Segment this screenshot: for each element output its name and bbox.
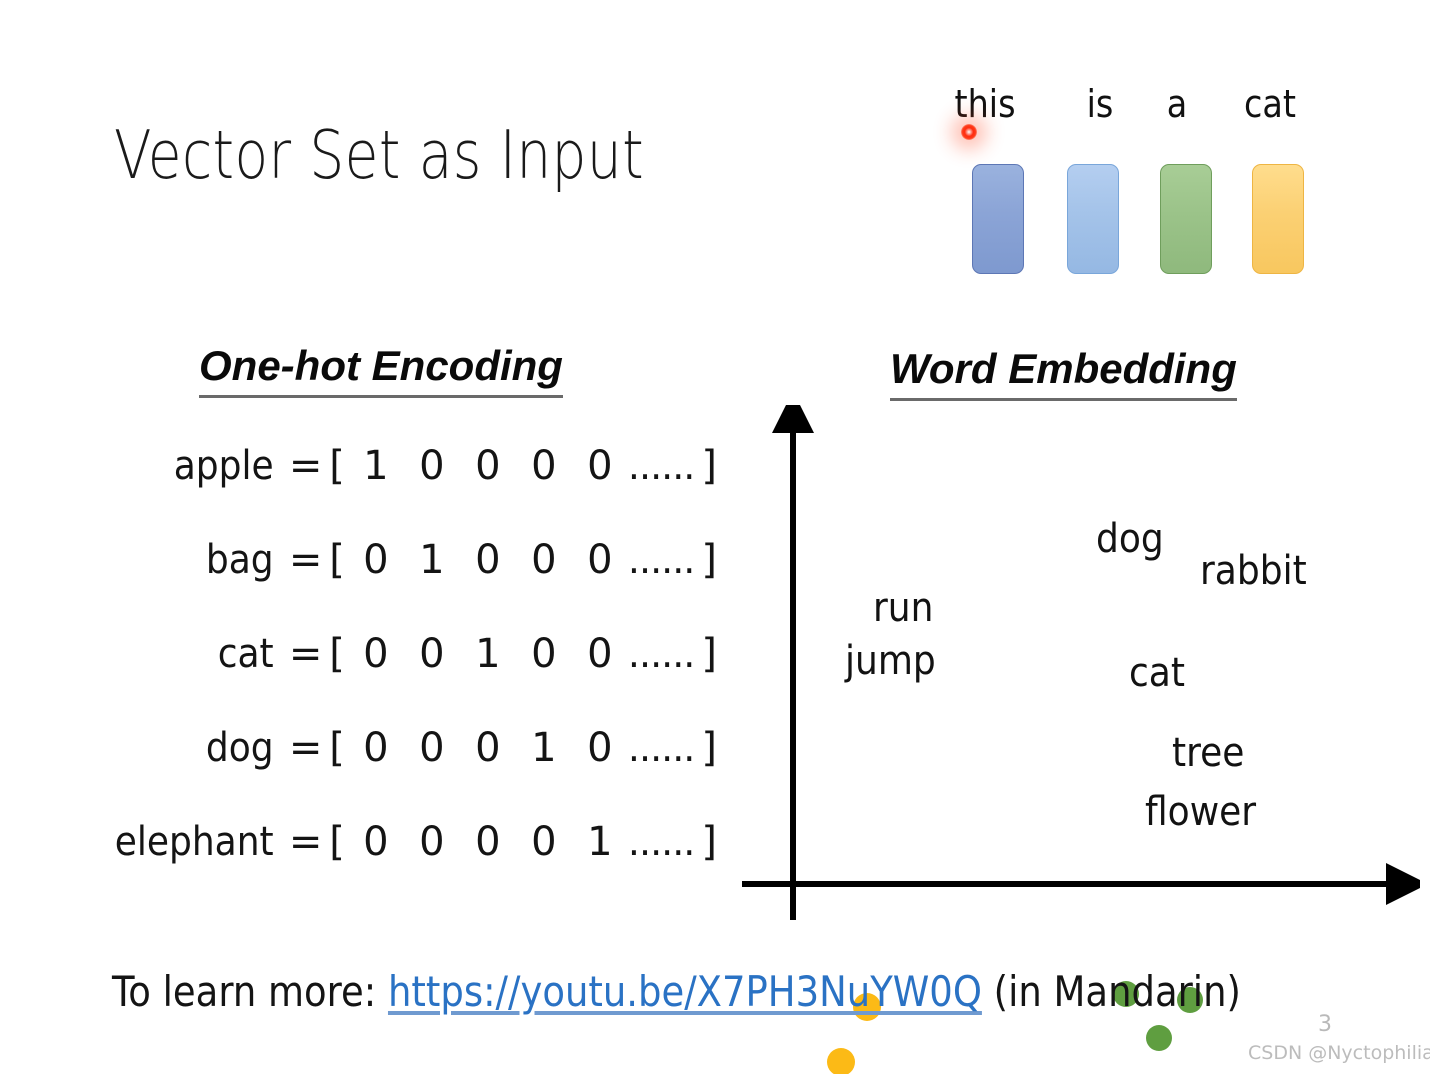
onehot-ellipsis: ......	[627, 820, 695, 864]
onehot-digit: 0	[475, 725, 501, 771]
vector-box-is	[1067, 164, 1119, 274]
embedding-heading: Word Embedding	[890, 345, 1237, 401]
youtube-link[interactable]: https://youtu.be/X7PH3NuYW0Q	[387, 967, 982, 1016]
onehot-digit: 0	[363, 631, 389, 677]
onehot-digit: 1	[531, 725, 557, 771]
point-dog	[1113, 981, 1139, 1007]
footer-suffix: (in Mandarin)	[981, 967, 1241, 1016]
point-jump	[827, 1048, 855, 1074]
vector-box-cat	[1252, 164, 1304, 274]
onehot-digit: 0	[419, 819, 445, 865]
onehot-digit: 0	[587, 725, 613, 771]
page-number: 3	[1318, 1012, 1332, 1037]
onehot-digit: 0	[419, 725, 445, 771]
watermark: CSDN @Nyctophiliaa	[1248, 1042, 1430, 1064]
onehot-digit: 0	[475, 819, 501, 865]
onehot-row-word: apple	[173, 443, 274, 489]
onehot-ellipsis: ......	[627, 632, 695, 676]
onehot-digit: 0	[531, 819, 557, 865]
point-cat	[1146, 1025, 1172, 1051]
onehot-digit: 0	[475, 537, 501, 583]
onehot-digit: 0	[531, 537, 557, 583]
onehot-digit: 0	[475, 443, 501, 489]
onehot-digit: 0	[419, 631, 445, 677]
onehot-digit: 1	[475, 631, 501, 677]
label-cat: cat	[1129, 650, 1185, 696]
point-run	[853, 993, 881, 1021]
onehot-row-word: bag	[205, 537, 274, 583]
onehot-row-word: elephant	[114, 819, 274, 865]
sentence-word-this: this	[954, 82, 1016, 126]
point-rabbit	[1177, 987, 1203, 1013]
laser-pointer-dot	[961, 124, 977, 140]
onehot-digit: 0	[363, 537, 389, 583]
onehot-ellipsis: ......	[627, 444, 695, 488]
vector-box-a	[1160, 164, 1212, 274]
onehot-digit: 1	[363, 443, 389, 489]
footer-prefix: To learn more:	[112, 967, 388, 1016]
sentence-word-a: a	[1166, 82, 1188, 126]
onehot-equals-sign: =	[288, 725, 323, 771]
onehot-equals-sign: =	[288, 631, 323, 677]
onehot-digit: 1	[587, 819, 613, 865]
sentence-vector-group: this is a cat	[930, 70, 1330, 280]
onehot-equals-sign: =	[288, 443, 323, 489]
plot-axes	[742, 405, 1420, 920]
onehot-digit: 0	[587, 537, 613, 583]
label-flower: flower	[1145, 789, 1257, 835]
onehot-digit: 0	[587, 631, 613, 677]
onehot-equals-sign: =	[288, 819, 323, 865]
onehot-digit: 0	[531, 443, 557, 489]
bracket-open: [	[329, 443, 345, 489]
vector-box-this	[972, 164, 1024, 274]
sentence-word-cat: cat	[1243, 82, 1296, 126]
bracket-close: ]	[701, 631, 717, 677]
onehot-row-word: dog	[205, 725, 274, 771]
label-dog: dog	[1096, 516, 1164, 562]
onehot-digit: 1	[419, 537, 445, 583]
bracket-open: [	[329, 537, 345, 583]
bracket-close: ]	[701, 725, 717, 771]
label-tree: tree	[1172, 730, 1245, 776]
onehot-digit: 0	[363, 725, 389, 771]
onehot-digit: 0	[587, 443, 613, 489]
label-rabbit: rabbit	[1200, 548, 1307, 594]
footer-line: To learn more: https://youtu.be/X7PH3NuY…	[112, 967, 1241, 1016]
onehot-heading: One-hot Encoding	[199, 342, 563, 398]
onehot-ellipsis: ......	[627, 538, 695, 582]
label-run: run	[873, 585, 934, 631]
onehot-row-word: cat	[217, 631, 274, 677]
bracket-close: ]	[701, 443, 717, 489]
word-embedding-plot	[740, 405, 1420, 1074]
label-jump: jump	[845, 638, 936, 684]
onehot-equals-sign: =	[288, 537, 323, 583]
onehot-digit: 0	[363, 819, 389, 865]
bracket-open: [	[329, 631, 345, 677]
bracket-open: [	[329, 725, 345, 771]
onehot-digit: 0	[531, 631, 557, 677]
sentence-word-is: is	[1086, 82, 1114, 126]
bracket-close: ]	[701, 819, 717, 865]
page-title: Vector Set as Input	[114, 116, 645, 194]
bracket-open: [	[329, 819, 345, 865]
onehot-ellipsis: ......	[627, 726, 695, 770]
bracket-close: ]	[701, 537, 717, 583]
onehot-digit: 0	[419, 443, 445, 489]
